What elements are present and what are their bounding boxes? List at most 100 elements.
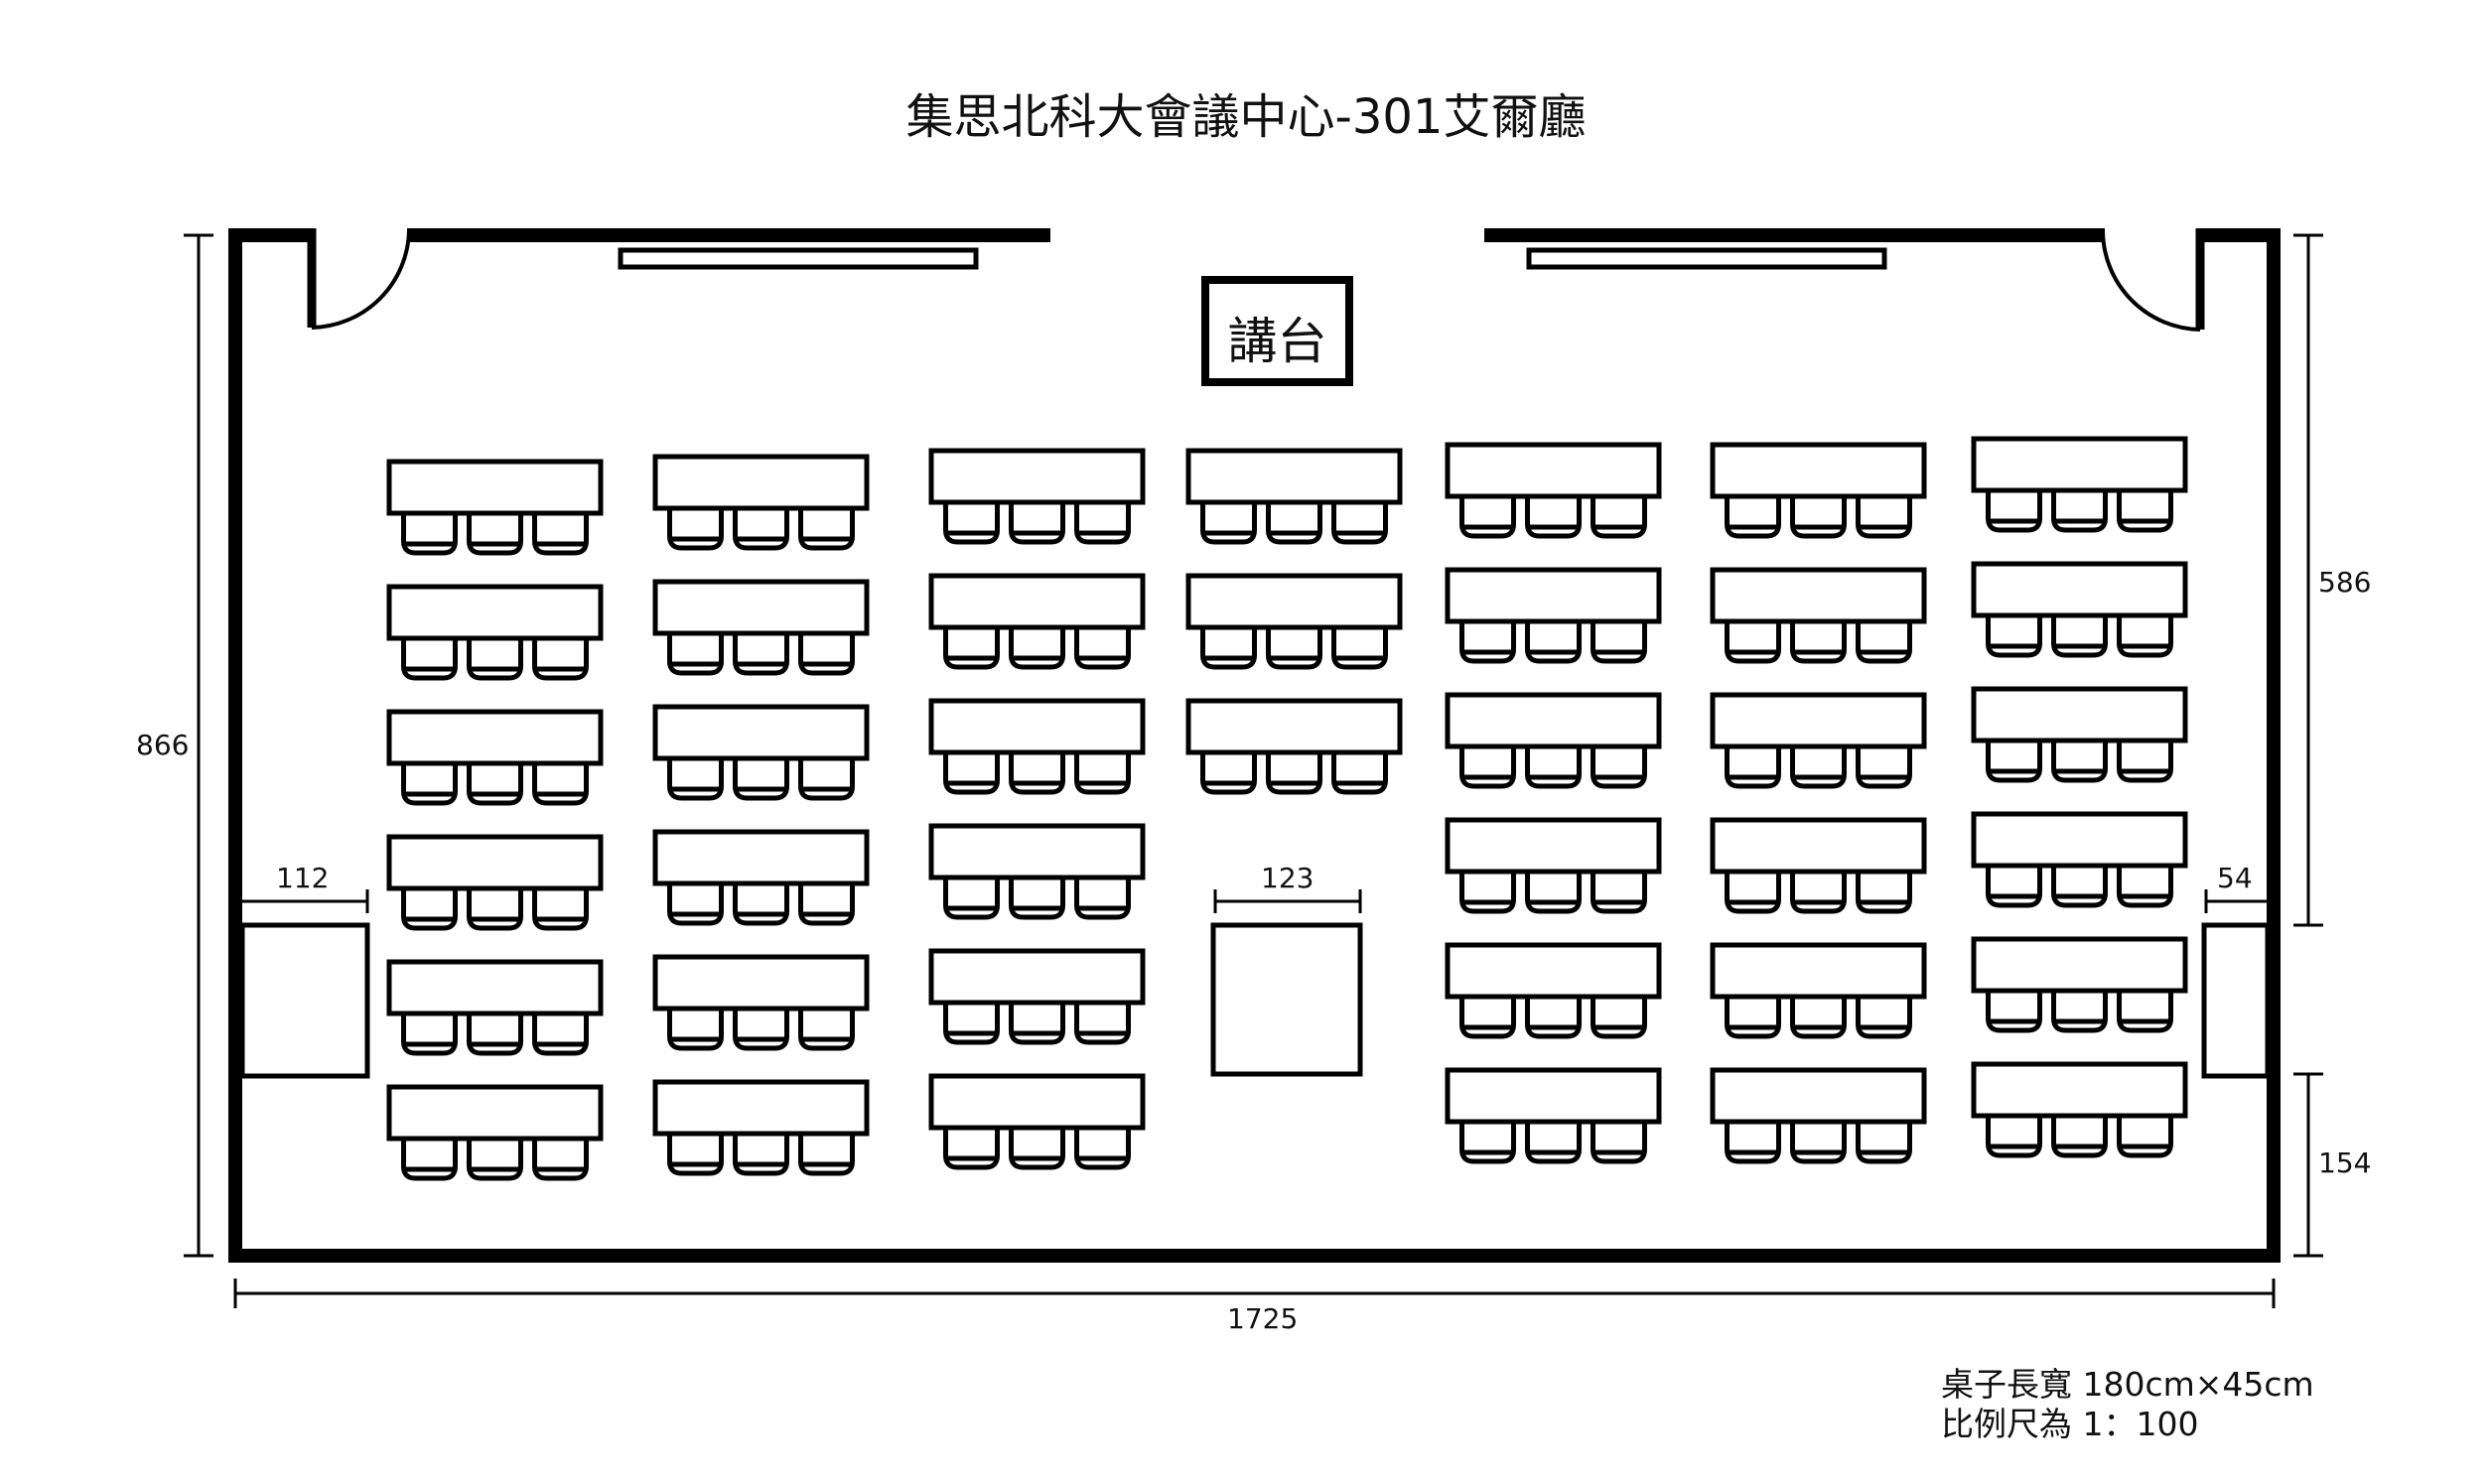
- dim-center-table: 123: [1261, 862, 1315, 894]
- chair: [1790, 496, 1847, 539]
- chair: [1200, 752, 1257, 795]
- chair: [1986, 490, 2042, 533]
- table-group: [1185, 448, 1403, 545]
- seat-table: [928, 698, 1146, 755]
- seat-table: [1710, 692, 1927, 749]
- chair: [1009, 627, 1065, 670]
- table-group: [928, 823, 1146, 920]
- seat-table: [1971, 811, 2188, 869]
- table-group: [386, 959, 604, 1056]
- seat-table: [1185, 698, 1403, 755]
- chair: [1591, 872, 1647, 914]
- seat-table: [1445, 817, 1662, 875]
- chair: [467, 888, 523, 931]
- chair: [1725, 496, 1781, 539]
- chair: [532, 1139, 589, 1181]
- chair: [1009, 752, 1065, 795]
- chair: [2051, 490, 2108, 533]
- chair: [1525, 1122, 1582, 1164]
- chair: [1790, 997, 1847, 1039]
- chair: [1591, 1122, 1647, 1164]
- seat-table: [386, 959, 604, 1016]
- page-title: 集思北科大會議中心-301艾爾廳: [905, 89, 1587, 145]
- dim-room-depth: 866: [136, 729, 190, 761]
- chair: [1009, 1003, 1065, 1045]
- chair: [532, 638, 589, 681]
- chair: [1591, 997, 1647, 1039]
- seat-table: [386, 584, 604, 641]
- seat-table: [652, 704, 870, 761]
- chair: [1459, 997, 1516, 1039]
- table-group: [1971, 1061, 2188, 1158]
- chair: [1525, 997, 1582, 1039]
- chair: [798, 1134, 855, 1176]
- dim-room-width: 1725: [1227, 1302, 1299, 1335]
- chair: [1790, 621, 1847, 664]
- chair: [1725, 872, 1781, 914]
- seat-table: [928, 448, 1146, 505]
- chair: [1856, 496, 1912, 539]
- chair: [1856, 621, 1912, 664]
- chair: [943, 627, 1000, 670]
- chair: [2117, 991, 2173, 1033]
- table-group: [928, 698, 1146, 795]
- seat-table: [1971, 686, 2188, 743]
- chair: [401, 638, 458, 681]
- side-table-left: [239, 922, 370, 1079]
- chair: [401, 1013, 458, 1056]
- chair: [943, 1003, 1000, 1045]
- table-group: [652, 1079, 870, 1176]
- chair: [667, 508, 724, 551]
- seat-table: [928, 823, 1146, 880]
- seat-table: [1710, 442, 1927, 499]
- chair: [2051, 1116, 2108, 1158]
- chair: [943, 877, 1000, 920]
- chair: [1331, 627, 1388, 670]
- podium-label: 講台: [1227, 313, 1327, 370]
- chair: [1009, 877, 1065, 920]
- table-group: [386, 584, 604, 681]
- note-scale: 比例尺為 1：100: [1941, 1405, 2199, 1443]
- chair: [1856, 997, 1912, 1039]
- table-group: [1710, 692, 1927, 789]
- chair: [1725, 997, 1781, 1039]
- chair: [1525, 496, 1582, 539]
- chair: [401, 513, 458, 556]
- chair: [798, 758, 855, 801]
- chair: [2051, 991, 2108, 1033]
- chair: [2117, 490, 2173, 533]
- chair: [2117, 741, 2173, 783]
- seat-table: [1445, 567, 1662, 624]
- chair: [1200, 627, 1257, 670]
- seat-table: [1710, 942, 1927, 1000]
- chair: [1459, 621, 1516, 664]
- seat-table: [1971, 561, 2188, 618]
- chair: [1009, 502, 1065, 545]
- dim-left-table: 112: [276, 862, 330, 894]
- table-group: [1445, 1067, 1662, 1164]
- chair: [798, 1009, 855, 1051]
- chair: [1266, 752, 1322, 795]
- seat-table: [1971, 936, 2188, 994]
- chair: [467, 513, 523, 556]
- seat-table: [1971, 1061, 2188, 1119]
- chair: [1459, 496, 1516, 539]
- chair: [733, 1009, 789, 1051]
- chair: [798, 883, 855, 926]
- chair: [798, 508, 855, 551]
- seat-table: [652, 579, 870, 636]
- note-table-size: 桌子長寬 180cm×45cm: [1941, 1365, 2314, 1404]
- chair: [1986, 1116, 2042, 1158]
- seat-table: [386, 709, 604, 766]
- table-group: [652, 704, 870, 801]
- chair: [667, 758, 724, 801]
- chair: [943, 1128, 1000, 1170]
- chair: [1725, 746, 1781, 789]
- chair: [1986, 615, 2042, 658]
- chair: [1790, 746, 1847, 789]
- chair: [401, 888, 458, 931]
- chair: [1074, 502, 1131, 545]
- chair: [1525, 746, 1582, 789]
- chair: [733, 758, 789, 801]
- table-group: [1971, 436, 2188, 533]
